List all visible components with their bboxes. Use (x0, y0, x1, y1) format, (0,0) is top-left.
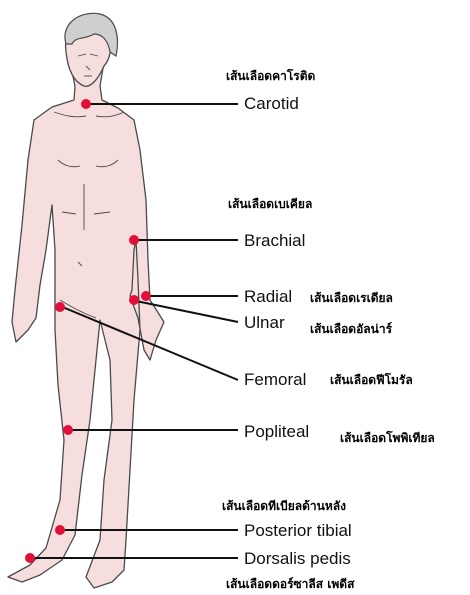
brachial-thai-label: เส้นเลือดเบเคียล (228, 196, 312, 212)
popliteal-dot (63, 425, 73, 435)
ulnar-dot (129, 295, 139, 305)
posterior-tibial-thai-label: เส้นเลือดทีเบียลด้านหลัง (222, 498, 346, 514)
femoral-dot (55, 302, 65, 312)
femoral-label: Femoral (244, 370, 306, 390)
posterior-tibial-label: Posterior tibial (244, 521, 352, 541)
ulnar-label: Ulnar (244, 313, 285, 333)
radial-thai-label: เส้นเลือดเรเดียล (310, 290, 393, 306)
radial-label: Radial (244, 287, 292, 307)
dorsalis-pedis-label: Dorsalis pedis (244, 549, 351, 569)
brachial-dot (129, 235, 139, 245)
posterior-tibial-dot (55, 525, 65, 535)
brachial-label: Brachial (244, 231, 305, 251)
dorsalis-pedis-thai-label: เส้นเลือดดอร์ซาลีส เพดีส (226, 576, 354, 592)
popliteal-label: Popliteal (244, 422, 309, 442)
ulnar-thai-label: เส้นเลือดอัลน่าร์ (310, 321, 392, 337)
popliteal-thai-label: เส้นเลือดโพพิเทียล (340, 430, 435, 446)
carotid-thai-label: เส้นเลือดคาโรติด (226, 68, 315, 84)
carotid-dot (81, 99, 91, 109)
dorsalis-pedis-dot (25, 553, 35, 563)
femoral-thai-label: เส้นเลือดฟีโมรัล (330, 372, 413, 388)
carotid-label: Carotid (244, 94, 299, 114)
radial-dot (141, 291, 151, 301)
